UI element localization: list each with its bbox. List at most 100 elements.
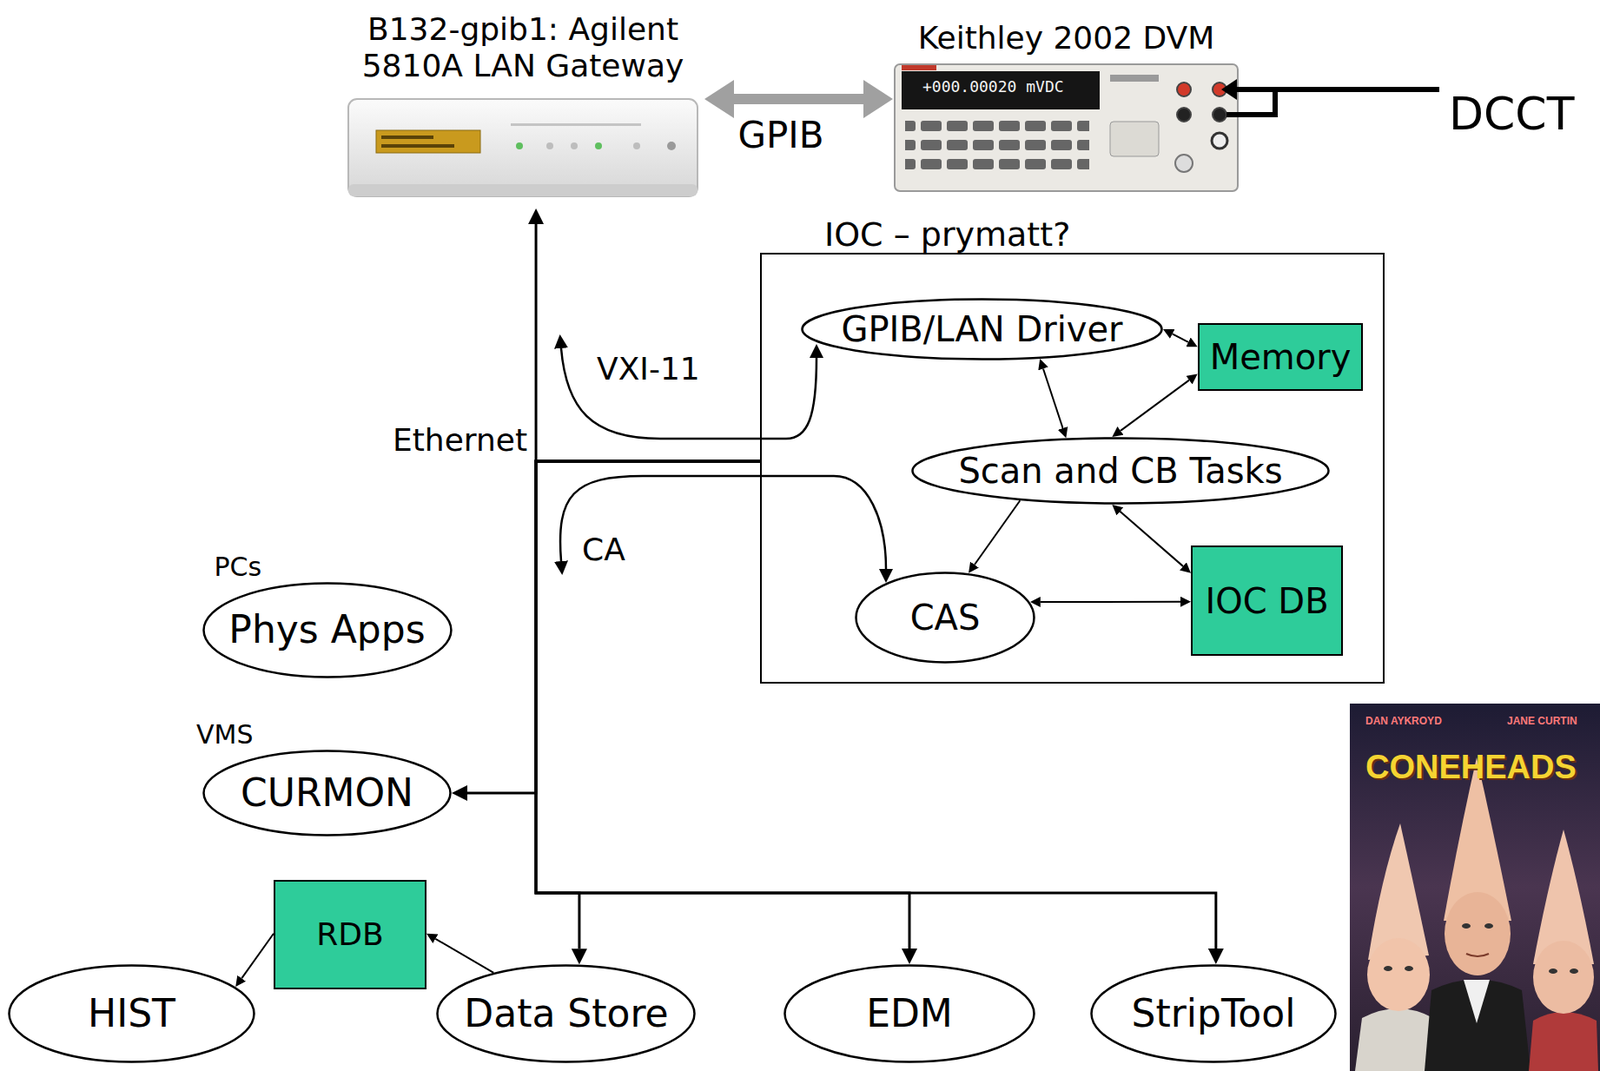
dcct-wire-part <box>1226 89 1276 115</box>
gateway-device-part <box>376 130 481 153</box>
data-box: IOC DB <box>1190 545 1343 656</box>
client-ellipse: Data Store <box>436 964 696 1064</box>
movie-poster-part <box>1349 703 1600 1071</box>
ellipse-shape <box>204 751 451 836</box>
dvm-device-part <box>1211 132 1228 149</box>
process-ellipse: CAS <box>854 571 1036 664</box>
protocol-curve-part <box>561 348 817 439</box>
dvm-device-part <box>1110 121 1159 157</box>
client-ellipse: VMSCURMON <box>202 749 452 837</box>
ellipse-shape <box>9 965 255 1063</box>
dvm-device-part <box>901 71 1100 110</box>
connector <box>1172 333 1189 342</box>
connector <box>467 461 761 794</box>
connector <box>535 461 1217 949</box>
ellipse-shape <box>437 965 695 1063</box>
text-holder: GPIB/LAN Driver <box>800 297 1164 361</box>
node-heading: VMS <box>196 720 371 751</box>
connector <box>974 500 1020 565</box>
node-heading: B132-gpib1: Agilent 5810A LAN Gateway <box>331 11 715 84</box>
node-label: RDB <box>316 916 384 953</box>
dvm-device-part <box>1212 107 1227 122</box>
poster-credit: JANE CURTIN <box>1507 715 1578 728</box>
text-holder: StripTool <box>1090 964 1337 1064</box>
movie-poster-part <box>1548 968 1558 974</box>
movie-poster-part <box>1444 892 1511 976</box>
display-readout: +000.00020 mVDC <box>922 78 1065 97</box>
text-holder: HIST <box>7 964 256 1064</box>
connector <box>733 93 864 105</box>
protocol-curve <box>560 348 886 569</box>
dcct-wire-part <box>1236 86 1440 93</box>
gateway-device-part <box>595 142 602 150</box>
edge-label: GPIB <box>733 114 827 157</box>
node-label: Data Store <box>463 991 668 1037</box>
gateway-device-part <box>633 142 641 150</box>
movie-poster-part <box>1367 938 1430 1012</box>
movie-poster <box>1349 703 1600 1071</box>
movie-poster-part <box>1463 979 1490 1024</box>
dvm-device-part <box>1176 107 1191 122</box>
text-holder: Memory <box>1199 324 1362 390</box>
gateway-device <box>348 99 698 197</box>
movie-poster-part <box>1383 965 1393 972</box>
gateway-device-part <box>570 142 578 150</box>
data-box: Memory <box>1197 323 1364 391</box>
dvm-device-part <box>901 65 937 71</box>
ellipse-shape <box>785 965 1035 1063</box>
node-label: Phys Apps <box>228 608 425 653</box>
poster-title: CONEHEADS <box>1365 748 1577 787</box>
dvm-device-part <box>1175 154 1193 172</box>
node-label: HIST <box>87 991 176 1037</box>
gateway-device-part <box>515 142 523 150</box>
network-label: Ethernet <box>392 422 528 458</box>
node-label: Memory <box>1209 337 1352 377</box>
gateway-device-part <box>381 144 455 148</box>
movie-poster-part <box>1533 940 1594 1014</box>
ellipse-shape <box>203 583 451 678</box>
dvm-device-part <box>1110 74 1159 82</box>
movie-poster-part <box>1355 1008 1438 1071</box>
protocol-curve-part <box>560 476 886 569</box>
text-holder: CAS <box>854 571 1036 664</box>
text-holder: Scan and CB Tasks <box>911 436 1330 505</box>
connector <box>535 224 761 462</box>
text-holder: Data Store <box>436 964 696 1064</box>
protocol-label: VXI-11 <box>596 350 701 387</box>
connector <box>1119 511 1184 567</box>
node-label: Scan and CB Tasks <box>958 450 1283 491</box>
text-holder: RDB <box>275 881 425 988</box>
node-heading: IOC – prymatt? <box>824 216 1346 255</box>
data-box: RDB <box>273 879 427 990</box>
gateway-device-part <box>348 184 698 197</box>
movie-poster-part <box>1404 965 1414 972</box>
connector <box>1040 601 1181 603</box>
process-ellipse: Scan and CB Tasks <box>911 436 1330 505</box>
connector <box>535 461 910 949</box>
text-holder: IOC DB <box>1192 547 1342 655</box>
ellipse-shape <box>912 438 1329 504</box>
client-ellipse: StripTool <box>1090 964 1337 1064</box>
node-heading: Keithley 2002 DVM <box>883 19 1250 56</box>
dvm-device-part <box>1176 82 1191 97</box>
movie-poster-part <box>1461 923 1471 929</box>
text-holder: EDM <box>783 964 1036 1064</box>
movie-poster-part <box>1484 923 1494 929</box>
movie-poster-part <box>1528 1011 1599 1071</box>
gateway-node: B132-gpib1: Agilent 5810A LAN Gateway <box>341 86 705 209</box>
signal-name: DCCT <box>1448 88 1574 141</box>
ioc-container: IOC – prymatt?GPIB/LAN DriverMemoryScan … <box>760 252 1385 684</box>
gateway-device-part <box>348 99 698 197</box>
gateway-device-part <box>510 123 642 126</box>
gateway-device-part <box>667 141 676 151</box>
node-label: GPIB/LAN Driver <box>840 309 1123 350</box>
movie-poster-part <box>1424 979 1531 1071</box>
ellipse-shape <box>1091 965 1336 1063</box>
dvm-device-part <box>894 64 1238 192</box>
poster-credit: DAN AYKROYD <box>1365 715 1442 728</box>
ellipse-shape <box>802 299 1163 360</box>
text-holder: CURMON <box>202 749 452 837</box>
node-label: StripTool <box>1131 991 1296 1037</box>
